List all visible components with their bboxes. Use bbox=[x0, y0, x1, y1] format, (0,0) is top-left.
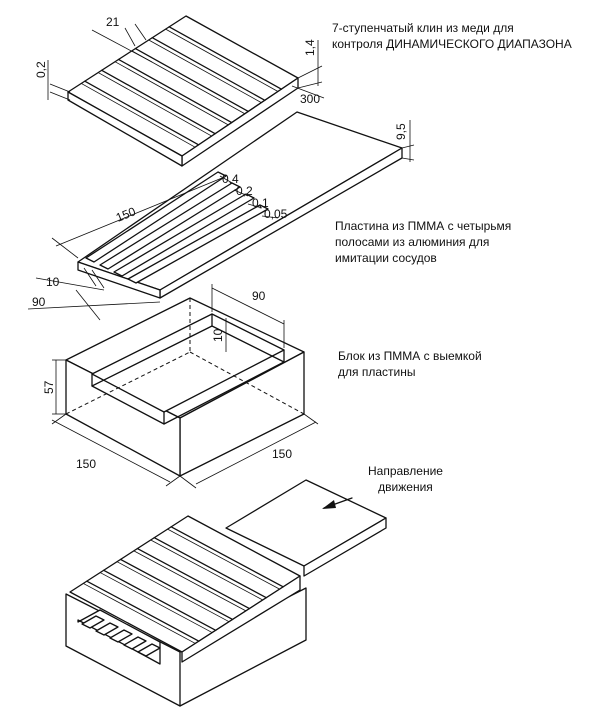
wedge-step-line bbox=[134, 47, 249, 113]
wedge-step-line bbox=[153, 537, 267, 599]
wedge-step-line bbox=[119, 558, 234, 621]
assembly bbox=[65, 479, 387, 707]
pmma-block: 90 10 57 150 150 bbox=[42, 284, 319, 489]
aluminium-strip bbox=[113, 193, 255, 277]
pmma-plate: 9,5 0,4 0,2 0,1 0,05 150 10 90 bbox=[27, 111, 415, 321]
wedge-step-edge bbox=[116, 561, 230, 623]
dim-wedge-max-thickness: 1,4 bbox=[303, 39, 317, 56]
dim-strip-offset: 90 bbox=[32, 295, 46, 309]
wedge-step-line bbox=[86, 580, 200, 642]
strip-end bbox=[81, 615, 105, 629]
strip-end bbox=[123, 636, 147, 650]
aluminium-strip bbox=[127, 204, 269, 284]
aluminium-strip bbox=[85, 171, 227, 263]
wedge-step-line bbox=[136, 547, 251, 610]
wedge-step-edge bbox=[97, 72, 212, 137]
dim-recess-depth: 10 bbox=[211, 328, 225, 342]
dim-block-height: 57 bbox=[42, 380, 56, 394]
strip-end bbox=[95, 622, 119, 636]
caption-block: Блок из ПММА с выемкой для пластины bbox=[338, 349, 482, 379]
strip-end bbox=[137, 643, 161, 657]
caption-wedge: 7-ступенчатый клин из меди для контроля … bbox=[332, 21, 572, 51]
wedge-step-line bbox=[103, 569, 217, 631]
wedge-step-edge bbox=[133, 550, 247, 612]
wedge-step-edge bbox=[99, 572, 213, 633]
wedge-step-line bbox=[84, 80, 200, 146]
wedge-step-edge bbox=[150, 539, 263, 601]
dim-wedge-min-thickness: 0,2 bbox=[34, 61, 48, 78]
caption-plate: Пластина из ПММА с четырьмя полосами из … bbox=[335, 219, 512, 265]
aluminium-strip bbox=[99, 182, 241, 270]
dim-wedge-step-width: 21 bbox=[106, 15, 120, 29]
dim-recess-width: 90 bbox=[252, 289, 266, 303]
wedge-step-edge bbox=[148, 39, 262, 103]
dim-block-length: 150 bbox=[76, 457, 96, 471]
dim-strip-length: 150 bbox=[114, 204, 138, 225]
dim-strip-3: 0,1 bbox=[252, 196, 269, 210]
wedge-step-edge bbox=[81, 83, 196, 148]
strip-end bbox=[109, 629, 133, 643]
wedge-step-edge bbox=[83, 583, 196, 644]
dim-strip-4: 0,05 bbox=[264, 207, 288, 221]
wedge-step-edge bbox=[165, 28, 279, 92]
wedge-step-line bbox=[151, 37, 266, 101]
wedge-step-line bbox=[168, 26, 283, 90]
dim-block-width: 150 bbox=[272, 447, 292, 461]
caption-direction: Направление движения bbox=[368, 464, 443, 494]
copper-step-wedge: 21 0,2 1,4 300 bbox=[34, 15, 325, 167]
dim-strip-2: 0,2 bbox=[236, 184, 253, 198]
wedge-step-line bbox=[170, 526, 284, 588]
wedge-step-line bbox=[101, 69, 216, 135]
wedge-step-edge bbox=[167, 528, 280, 590]
dim-strip-1: 0,4 bbox=[222, 172, 239, 186]
wedge-step-edge bbox=[114, 61, 229, 126]
dim-wedge-length: 300 bbox=[300, 92, 320, 106]
dim-plate-thickness: 9,5 bbox=[394, 123, 408, 140]
wedge-step-line bbox=[117, 58, 233, 124]
dim-strip-spacing: 10 bbox=[46, 275, 60, 289]
